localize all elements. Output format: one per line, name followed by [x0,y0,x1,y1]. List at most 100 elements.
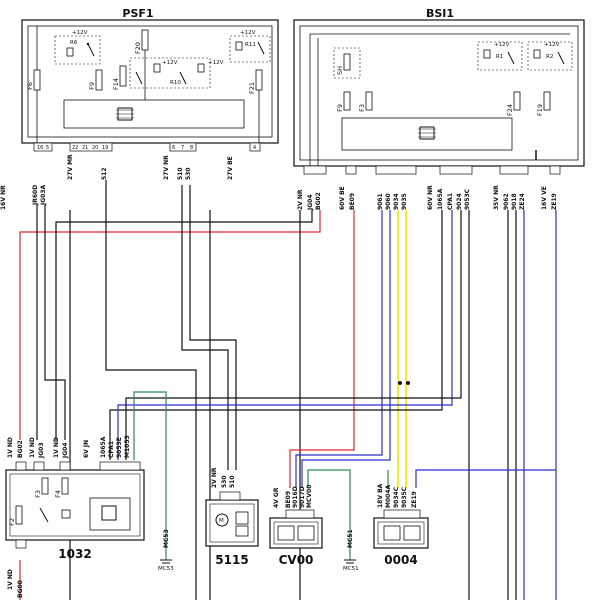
svg-text:27V NR: 27V NR [163,155,170,180]
svg-text:R6: R6 [70,40,78,46]
svg-text:9017D: 9017D [299,486,306,508]
svg-text:JR60D: JR60D [32,185,39,206]
svg-text:BG00: BG00 [17,580,24,598]
psf1-connector-labels: 16V NR JR60D JG03A 27V MR 512 27V NR 510… [0,154,234,210]
svg-text:20: 20 [92,145,98,151]
svg-text:9053E: 9053E [116,437,123,458]
svg-text:9035: 9035 [401,193,408,210]
chip-icon [116,107,134,121]
bsi1-fuse-f19: F19 [536,91,551,116]
svg-text:2V NR: 2V NR [211,467,218,488]
svg-text:JG03A: JG03A [40,184,47,206]
psf1-pin-strip: 16 5 22 21 20 19 6 7 8 4 [33,142,261,152]
wires [19,180,557,600]
svg-text:F9: F9 [336,104,344,112]
svg-text:MCV00: MCV00 [306,485,313,508]
bsi1-module [341,117,513,151]
svg-text:16V NR: 16V NR [0,185,7,210]
svg-text:9062: 9062 [503,193,510,210]
chip-icon [418,126,436,140]
svg-text:1V ND: 1V ND [7,437,14,458]
svg-text:JG04: JG04 [62,442,69,459]
svg-text:R11: R11 [245,42,256,48]
svg-text:MC53: MC53 [158,566,174,572]
svg-text:MC51: MC51 [343,566,359,572]
svg-text:9061: 9061 [377,193,384,210]
svg-text:6V JN: 6V JN [83,440,90,458]
box-5115: M 5115 2V NR 530 510 [205,467,259,567]
svg-text:27V BE: 27V BE [227,156,234,180]
svg-text:5: 5 [46,145,49,151]
svg-text:1032: 1032 [58,547,91,561]
psf1-fuse-f6: F6 [26,26,41,143]
svg-text:+12V: +12V [208,60,224,66]
svg-text:R10: R10 [170,80,181,86]
psf1-relay-r6: R6 +12V [54,30,101,65]
svg-text:F14: F14 [112,78,120,90]
svg-text:ZE24: ZE24 [519,193,526,210]
psf1-fuse-f21: F21 [248,69,263,143]
bsi1-fuse-f9: F9 [336,91,351,112]
psf1-module [63,99,245,129]
svg-text:JG04: JG04 [307,194,314,211]
svg-text:+12V: +12V [240,30,256,36]
psf1-title: PSF1 [122,7,153,20]
bsi1-relay-r1: R1 +12V [477,41,523,71]
svg-text:4: 4 [253,145,256,151]
svg-text:18V BA: 18V BA [377,483,384,508]
svg-text:21: 21 [82,145,88,151]
svg-text:1065A: 1065A [437,188,444,210]
ground-mc51: MC51 MC51 [343,529,359,572]
svg-text:CPA1: CPA1 [108,441,115,458]
svg-text:ZE19: ZE19 [551,193,558,210]
svg-text:512: 512 [101,167,108,180]
psf1-outline [21,19,279,144]
svg-text:BE09: BE09 [285,491,292,508]
svg-text:16V VE: 16V VE [541,186,548,210]
box-0004: 0004 18V BA M004A 9034C 9035C ZE19 [373,483,429,567]
bsi1-pin-strip [303,165,561,175]
psf1-fuse-f14: F14 [112,65,127,90]
svg-text:F2: F2 [8,518,16,526]
svg-text:BE09: BE09 [349,193,356,210]
svg-text:F20: F20 [134,42,142,54]
bsi1-connector-labels: 2V NR JG04 BG02 60V BE BE09 9061 9060 90… [297,185,558,211]
wiper-switch-icon [277,525,295,541]
svg-text:60V NR: 60V NR [427,185,434,210]
svg-text:6: 6 [172,145,175,151]
junction-dot [398,381,402,385]
svg-text:M1053: M1053 [124,435,131,458]
psf1-fuse-f20: F20 [134,29,149,100]
svg-text:F21: F21 [248,82,256,94]
svg-text:F4: F4 [54,490,62,498]
motor-icon [215,513,229,527]
svg-text:22: 22 [72,145,78,151]
svg-text:4V GR: 4V GR [273,487,280,508]
junction-dot [406,381,410,385]
svg-text:510: 510 [229,475,236,488]
headlamp-switch-icon [297,525,315,541]
svg-text:510: 510 [177,167,184,180]
svg-text:8: 8 [190,145,193,151]
svg-text:9060: 9060 [385,193,392,210]
svg-text:F19: F19 [536,104,544,116]
svg-text:9016D: 9016D [292,486,299,508]
svg-text:5115: 5115 [215,553,248,567]
svg-text:16: 16 [37,145,43,151]
svg-text:1V ND: 1V ND [7,569,14,590]
svg-text:+12V: +12V [494,42,510,48]
svg-text:ZE19: ZE19 [411,491,418,508]
box-1032-labels: 1V ND BG02 1V ND JG03 1V ND JG04 6V JN 1… [7,435,131,598]
svg-text:9034C: 9034C [393,486,400,508]
psf1-fuse-f9: F9 [88,69,103,91]
svg-text:SH: SH [336,66,344,75]
svg-text:CV00: CV00 [279,553,314,567]
bsi1-inner [299,25,579,161]
gauge-icon [403,525,421,541]
ground-mc53: MC53 MC53 [158,529,174,572]
svg-text:BG02: BG02 [17,440,24,458]
psf1-relay-r10: R10 +12V +12V [129,57,224,89]
svg-text:9034: 9034 [393,193,400,210]
svg-text:R2: R2 [546,54,553,60]
